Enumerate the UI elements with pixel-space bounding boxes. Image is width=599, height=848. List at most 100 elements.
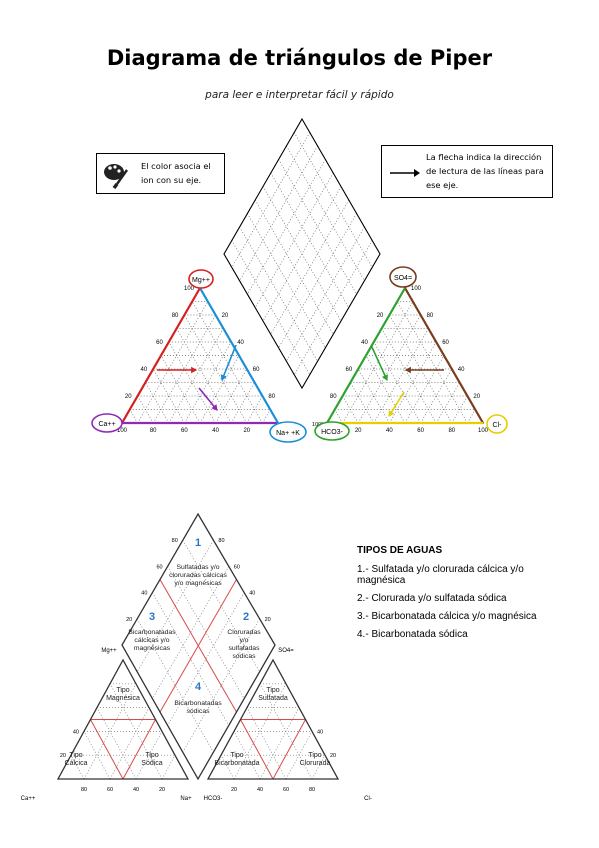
mg-axis-line	[121, 287, 201, 424]
grid-line	[381, 328, 437, 424]
grid-line	[286, 226, 365, 362]
hco3-axis-line	[326, 287, 406, 424]
arrow-note-text: La flecha indica la dirección de lectura…	[426, 152, 544, 190]
hco3-direction-arrow	[370, 344, 388, 381]
grid-line	[254, 172, 334, 308]
so4-ion-label: SO4=	[278, 648, 294, 654]
right-side-tick: 40	[458, 367, 465, 373]
diamond-right-tick: 80	[218, 538, 224, 544]
right-triangle-outline	[206, 658, 340, 780]
grid-line	[246, 707, 287, 780]
grid-line	[467, 409, 476, 424]
grid-line	[160, 355, 201, 424]
right-inner-tick: 60	[346, 367, 353, 373]
right-base-tick: 60	[417, 428, 424, 434]
left-inner-tick: 80	[268, 394, 275, 400]
water-type-item: 1.- Sulfatada y/o clorurada cálcica y/o …	[357, 564, 524, 586]
right-base-tick: 80	[448, 428, 455, 434]
cl-ion-label: Cl-	[493, 422, 503, 429]
left-base-tick: 60	[107, 787, 113, 793]
grid-line	[262, 186, 342, 322]
left-side-tick: 80	[172, 313, 179, 319]
left-base-tick: 40	[212, 428, 219, 434]
left-side-tick: 20	[125, 394, 132, 400]
left-base-tick: 80	[150, 428, 157, 434]
grid-line	[373, 328, 429, 424]
na-axis-line	[199, 287, 279, 424]
grid-line	[270, 172, 350, 308]
so4-ion-label-oval	[389, 266, 417, 288]
hco3-direction-arrow-head	[382, 374, 388, 381]
left-side-tick: 40	[141, 367, 148, 373]
right-side-tick: 100	[411, 286, 422, 292]
left-side-tick: 20	[60, 753, 66, 759]
grid-line	[262, 186, 342, 322]
grid-line	[161, 755, 176, 780]
page-subtitle: para leer e interpretar fácil y rápido	[205, 89, 394, 101]
grid-line	[247, 213, 326, 348]
diamond-left-tick: 60	[156, 564, 162, 570]
left-base-tick: 60	[181, 428, 188, 434]
grid-line	[231, 132, 311, 268]
cl-ion-label: Cl-	[364, 796, 372, 802]
grid-line	[136, 540, 214, 672]
right-base-tick: 80	[309, 787, 315, 793]
left-inner-tick: 40	[237, 340, 244, 346]
hco3-ion-label: HCO3-	[204, 796, 223, 802]
grid-line	[389, 341, 437, 424]
page-title: Diagrama de triángulos de Piper	[106, 46, 493, 70]
right-inner-tick: 20	[377, 313, 384, 319]
grid-line	[239, 226, 318, 362]
grid-line	[262, 409, 271, 424]
right-base-tick: 40	[386, 428, 393, 434]
right-base-tick: 60	[283, 787, 289, 793]
grid-line	[259, 707, 300, 780]
diamond-divider-line	[159, 579, 237, 713]
right-side-tick: 80	[427, 313, 434, 319]
grid-line	[215, 368, 248, 424]
left-base-tick: 80	[81, 787, 87, 793]
grid-line	[254, 199, 334, 335]
ca-ion-label: Ca++	[21, 796, 36, 802]
so4-direction-arrow-head	[404, 366, 411, 374]
grid-line	[365, 355, 406, 424]
grid-line	[286, 145, 365, 281]
right-base-tick: 40	[257, 787, 263, 793]
left-inner-tick: 20	[222, 313, 229, 319]
left-type-line	[122, 719, 156, 780]
cl-ion-label-oval	[486, 414, 508, 434]
grid-line	[182, 540, 260, 672]
water-types-legend: TIPOS DE AGUAS 1.- Sulfatada y/o clorura…	[357, 545, 557, 647]
palette-icon	[104, 164, 128, 190]
left-side-tick: 60	[156, 340, 163, 346]
right-side-tick: 40	[317, 729, 323, 735]
na-direction-arrow	[221, 344, 237, 381]
ca-ion-label: Ca++	[98, 421, 115, 428]
na-direction-arrow-head	[220, 374, 227, 381]
grid-line	[247, 159, 326, 295]
color-note-text: El color asocia el ion con su eje.	[141, 161, 211, 185]
diamond-outline	[121, 512, 276, 781]
cl-direction-arrow-head	[388, 410, 395, 417]
hco3-ion-label: HCO3-	[321, 429, 343, 436]
grid-line	[357, 368, 390, 424]
so4-ion-label: SO4=	[394, 275, 412, 282]
left-type-line	[90, 719, 124, 780]
diamond-left-tick: 40	[141, 591, 147, 597]
grid-line	[420, 368, 453, 424]
diamond-right-tick: 20	[265, 617, 271, 623]
grid-line	[176, 328, 232, 424]
grid-line	[96, 707, 137, 780]
mg-ion-label: Mg++	[192, 277, 210, 284]
right-side-tick: 20	[330, 753, 336, 759]
grid-line	[259, 683, 313, 780]
left-base-tick: 100	[117, 428, 128, 434]
